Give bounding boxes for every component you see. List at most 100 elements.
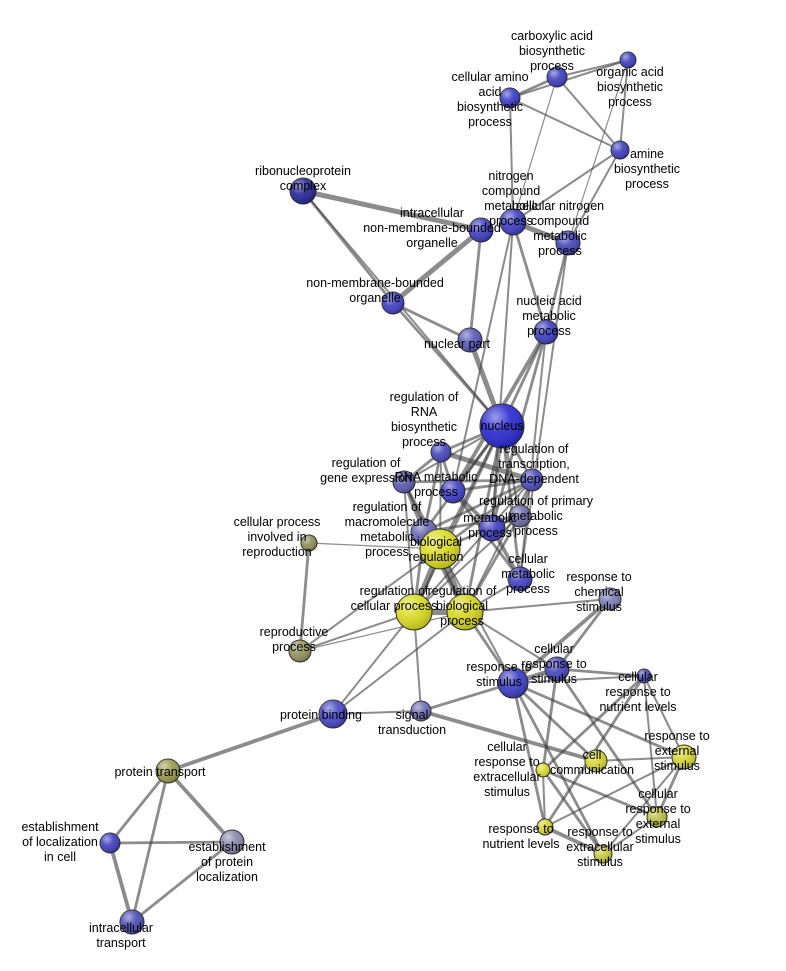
edge-estloccell--intratransport [108,841,134,924]
edge-amine--cellnitrogen [567,149,621,244]
edge-respext--cellcomm [595,756,685,762]
node-amine[interactable] [610,140,630,160]
node-estloccell[interactable] [99,832,121,854]
edge-regtrans--regcell [413,479,533,613]
edge-organic--cellnitrogen [567,59,629,244]
edge-respext--respextracell [602,756,685,855]
edge-prottransport--estloccell [108,769,170,845]
edge-nmbo--nuclearpart [391,301,472,342]
edge-cellrespstim--cellrespext [555,667,659,819]
edge-respstim--respnutrient [511,681,547,829]
edge-cellnitrogen--nucleicacid [544,241,570,334]
edge-reproproc--bioreg [299,548,441,652]
edge-protbind--signal [332,710,422,715]
edge-cellrespnutrient--cellrespextracell [541,674,646,772]
edge-signal--respstim [419,681,515,713]
edge-regtrans--regmacro [422,478,534,534]
edge-estloccell--estprotloc [108,840,234,845]
edge-bioreg--cellprocrepro [308,542,441,550]
edge-amino--amine [509,97,621,151]
edge-nitrogen--metproc [491,221,514,529]
edge-organic--amine [619,59,629,151]
node-layer [99,51,697,935]
edge-prottransport--estprotloc [166,769,234,844]
edge-intranmbo--nuclearpart [468,228,483,342]
edge-regtrans--reggene [402,478,534,484]
edge-protbind--prottransport [166,712,335,773]
edge-respnutrient--cellrespextracell [542,769,546,828]
edge-cellrespextracell--cellrespext [541,768,659,819]
edge-reproproc--regcell [299,611,415,652]
node-label-protbind: protein binding [280,708,362,722]
edge-regrna--regmacro [422,450,443,534]
edge-reproproc--regbio [299,611,466,652]
node-label-prottransport: protein transport [114,765,206,779]
edge-regtrans--rnamet [451,478,534,493]
edge-respextracell--cellrespextracell [541,768,605,856]
edge-nitrogen--rnamet [452,221,514,492]
edge-cellprocrepro--reproproc [298,541,311,653]
edge-prottransport--intratransport [130,769,170,924]
edge-regrna--regtrans [438,449,535,483]
edge-nucleicacid--cellmet [519,331,547,580]
edge-ribo--intranmbo [300,188,484,233]
edge-nitrogen--nucleicacid [511,220,548,334]
edge-respstim--cellrespnutrient [512,675,645,684]
edge-cellrespstim--cellrespnutrient [555,667,646,678]
edge-signal--cellcomm [419,709,598,763]
edge-intranmbo--nmbo [390,227,484,306]
edge-respstim--respextracell [511,681,605,856]
edge-amino--nitrogen [509,97,514,223]
node-label-nuclearpart: nuclear part [424,337,491,351]
edge-carboxylic--amine [556,76,621,151]
edge-respchem--regbio [464,598,611,613]
edge-cellrespnutrient--respext [643,675,685,758]
edge-estprotloc--intratransport [130,840,234,924]
edge-cellrespnutrient--cellrespext [643,675,658,818]
edge-respstim--respchem [511,597,612,685]
node-label-nucleus: nucleus [480,419,523,433]
edge-organic--amino [509,59,629,99]
edge-amine--nitrogen [512,149,621,223]
edge-protbind--regbio [332,611,466,715]
edge-respnutrient--respextracell [543,825,605,856]
